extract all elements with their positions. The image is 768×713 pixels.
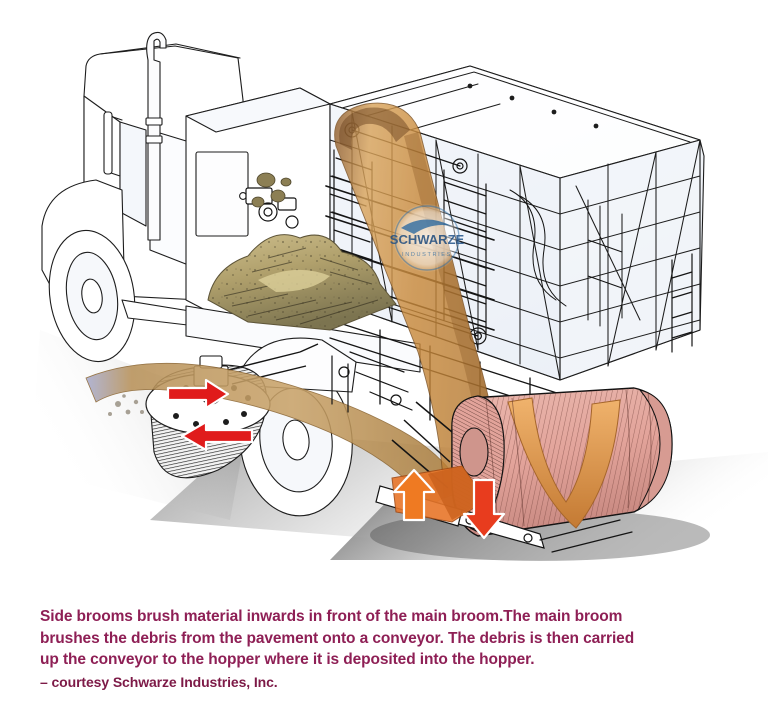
side-broom-rotation-arrow-upper bbox=[166, 378, 230, 410]
figure-caption: Side brooms brush material inwards in fr… bbox=[40, 606, 740, 693]
watermark-ring bbox=[394, 205, 460, 271]
access-door-latch bbox=[239, 192, 247, 200]
schwarze-watermark: SCHWARZE INDUSTRIES bbox=[390, 204, 465, 272]
debris-highlight bbox=[258, 269, 330, 292]
rear-ladder bbox=[671, 253, 693, 353]
caption-courtesy: – courtesy Schwarze Industries, Inc. bbox=[40, 673, 278, 690]
watermark-subtext: INDUSTRIES bbox=[402, 252, 452, 258]
conveyor-lift-arrow bbox=[392, 468, 436, 522]
sweeper-cutaway-illustration: SCHWARZE INDUSTRIES bbox=[30, 31, 768, 561]
debris-pile bbox=[207, 172, 397, 331]
conveyor-flow-band bbox=[334, 102, 501, 499]
hydraulic-lines bbox=[509, 189, 623, 327]
main-broom-hub bbox=[459, 427, 489, 477]
main-broom-right-band bbox=[636, 389, 673, 512]
main-broom-throw-arrow bbox=[462, 478, 506, 540]
exhaust-clamp-upper bbox=[145, 117, 163, 126]
flow-arrows-group bbox=[166, 378, 506, 540]
main-broom-assembly bbox=[375, 387, 673, 549]
pickup-wedge-shade bbox=[428, 466, 486, 520]
caption-line-2: brushes the debris from the pavement ont… bbox=[40, 629, 635, 647]
debris-hatching bbox=[223, 247, 379, 325]
rear-fender bbox=[239, 337, 357, 393]
main-broom-chevron bbox=[507, 397, 621, 529]
front-wheel-hub bbox=[81, 278, 103, 314]
side-mirror bbox=[103, 111, 113, 175]
hopper-rear-wall bbox=[559, 139, 701, 381]
falling-debris-chunks bbox=[251, 172, 292, 208]
caption-line-1: Side brooms brush material inwards in fr… bbox=[40, 608, 623, 625]
cab-windshield bbox=[119, 121, 147, 227]
ground-debris-specks bbox=[108, 394, 144, 416]
rear-wheel-hub bbox=[282, 419, 310, 461]
watermark-disc bbox=[393, 204, 461, 272]
caption-line-3: up the conveyor to the hopper where it i… bbox=[40, 651, 535, 668]
watermark-wordmark: SCHWARZE bbox=[390, 232, 465, 247]
watermark-swoosh bbox=[401, 219, 452, 234]
conveyor-flow-fold-highlight bbox=[339, 107, 410, 150]
foreground-linework bbox=[331, 351, 633, 553]
side-broom-rotation-arrow-lower bbox=[180, 420, 254, 452]
exhaust-clamp-lower bbox=[145, 135, 163, 144]
cab-roof bbox=[99, 43, 241, 59]
sweeper-diagram-svg: SCHWARZE INDUSTRIES bbox=[30, 31, 768, 561]
